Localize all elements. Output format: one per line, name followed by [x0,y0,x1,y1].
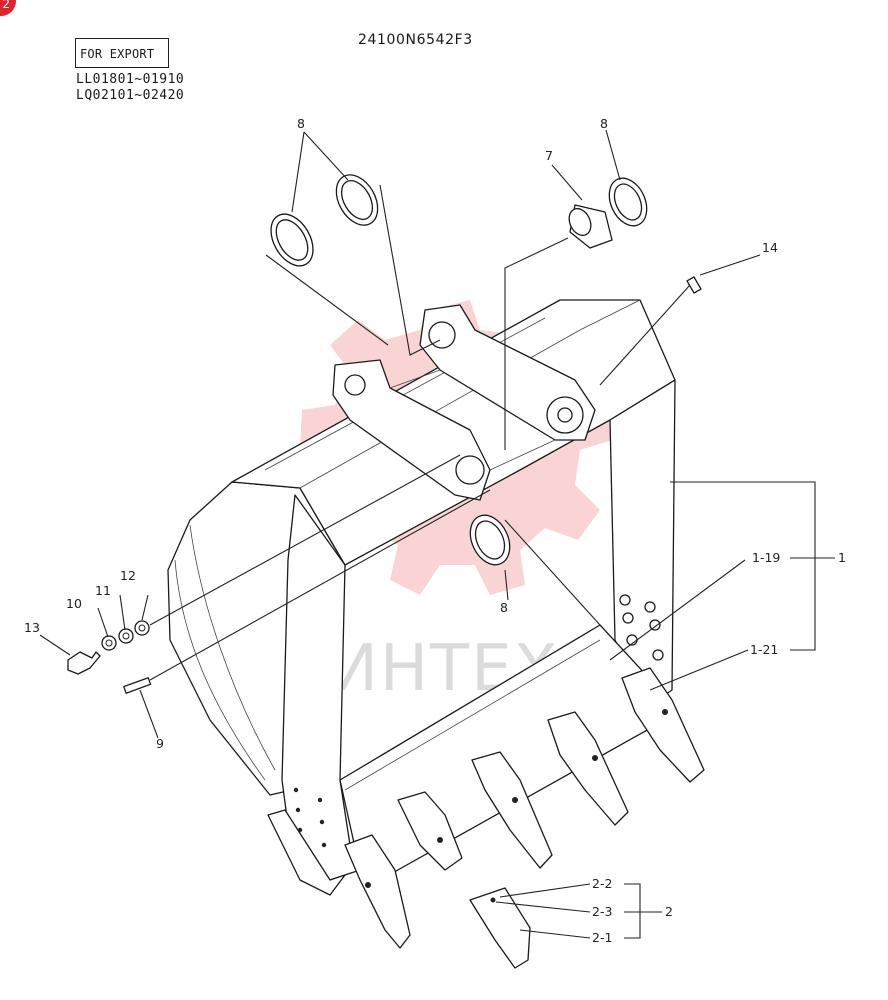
loose-parts [67,174,702,969]
callout-9: 9 [156,736,164,751]
callout-8-right: 8 [600,116,608,131]
callout-2-3: 2-3 [592,904,612,919]
callout-12: 12 [120,568,136,583]
callout-14: 14 [762,240,778,255]
tooth-2-detail [469,887,531,969]
callout-1-19: 1-19 [752,550,780,565]
bolt-13 [67,651,101,675]
callout-1-21: 1-21 [750,642,778,657]
callout-labels: 8 8 7 14 1-19 1 1-21 8 12 11 10 13 9 2-2… [24,116,846,945]
serial-range-1: LL01801~01910 [76,72,185,87]
export-label: FOR EXPORT [80,47,155,61]
callout-2: 2 [665,904,673,919]
callout-8-lower: 8 [500,600,508,615]
pin-9 [123,677,152,694]
leader-lines [39,129,835,939]
callout-2-1: 2-1 [592,930,612,945]
pin-14 [686,276,702,294]
bucket-teeth [344,667,705,949]
assembly-part-number: 24100N6542F3 [358,32,473,48]
export-label-box: FOR EXPORT [75,38,169,68]
callout-10: 10 [66,596,82,611]
serial-range-2: LQ02101~02420 [76,88,185,103]
bucket-link-brackets [332,304,596,501]
callout-7: 7 [545,148,553,163]
callout-2-2: 2-2 [592,876,612,891]
callout-1: 1 [838,550,846,565]
callout-11: 11 [95,583,111,598]
callout-8-left: 8 [297,116,305,131]
side-plate-bolt-holes [293,594,664,848]
callout-13: 13 [24,620,40,635]
